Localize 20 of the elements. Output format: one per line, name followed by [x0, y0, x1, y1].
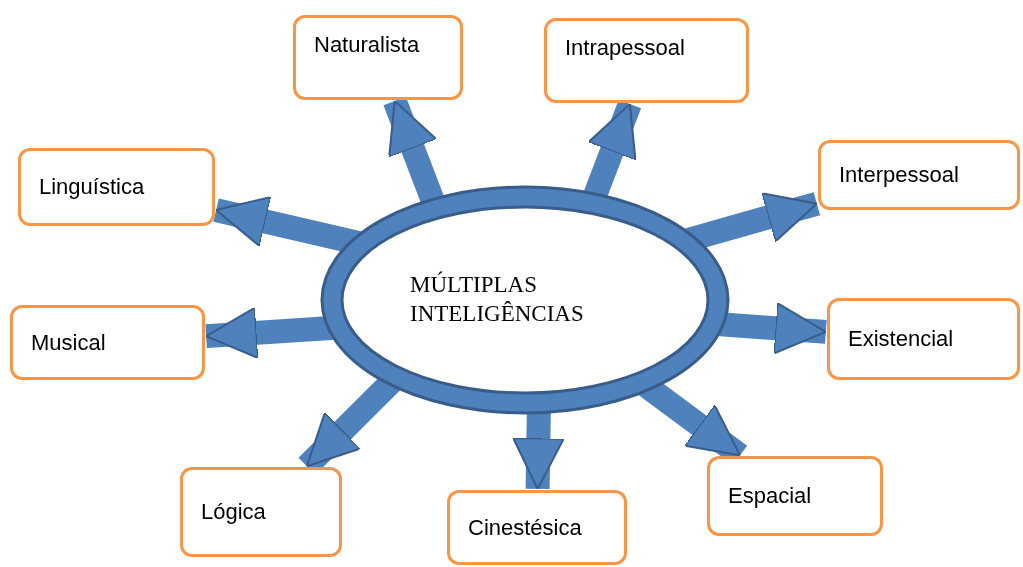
label-box — [180, 467, 342, 557]
ring-ellipse — [320, 185, 730, 415]
label-box — [293, 15, 463, 100]
label-box — [544, 18, 749, 103]
box-label: Linguística — [39, 174, 145, 200]
label-box — [827, 298, 1020, 380]
label-box — [818, 140, 1020, 210]
label-box — [447, 490, 627, 565]
box-label: Interpessoal — [839, 162, 959, 188]
label-box — [18, 148, 215, 226]
box-label: Lógica — [201, 499, 266, 525]
box-label: Musical — [31, 329, 106, 356]
box-label: Naturalista — [314, 32, 420, 58]
label-box — [707, 456, 883, 536]
box-label: Intrapessoal — [565, 35, 685, 61]
label-box — [10, 305, 205, 380]
box-label: Cinestésica — [468, 514, 582, 541]
box-label: Espacial — [728, 483, 812, 509]
box-label: Existencial — [848, 326, 954, 352]
center-title: MÚLTIPLAS INTELIGÊNCIAS — [410, 271, 585, 328]
